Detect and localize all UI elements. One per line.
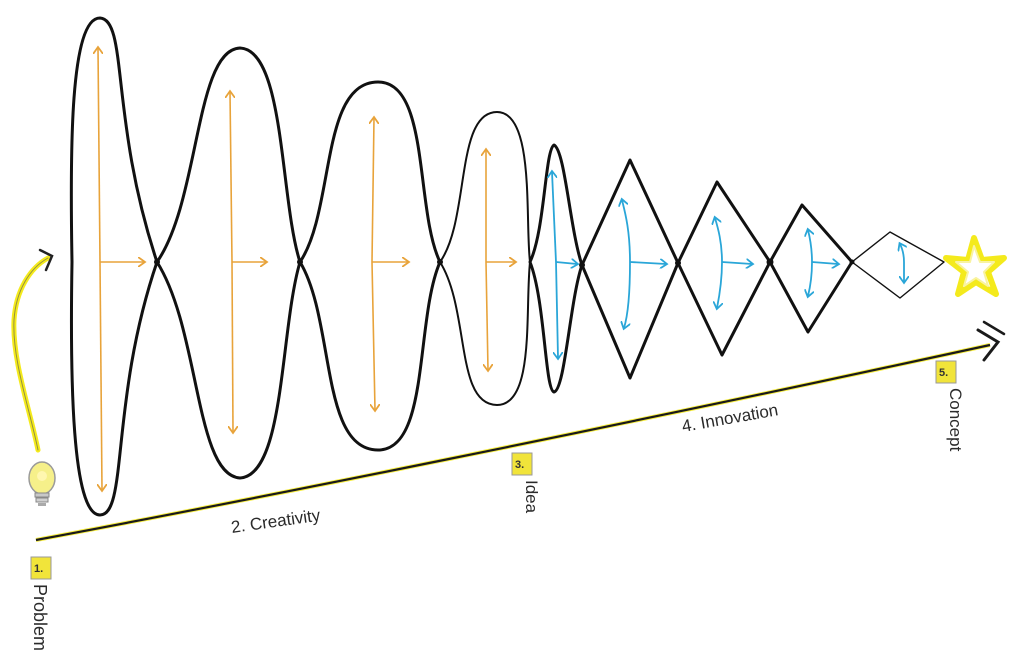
lead-in-arrow	[11, 248, 54, 453]
star-icon	[943, 235, 1007, 297]
pinch-points	[154, 258, 855, 268]
arrow-icon	[982, 320, 1006, 336]
outline-shapes	[69, 16, 945, 517]
innovation-diamond-4	[851, 231, 945, 299]
stage-1-badge	[30, 556, 52, 580]
creativity-lobe-1	[69, 16, 159, 517]
stage-idea: 3. Idea	[511, 452, 541, 514]
stage-1-label: Problem	[30, 584, 50, 651]
stage-5-label: Concept	[946, 388, 965, 452]
stage-5-badge	[935, 360, 957, 384]
stage-3-label: Idea	[522, 480, 541, 514]
stage-1-number: 1.	[34, 563, 43, 575]
stage-4-label: 4. Innovation	[680, 400, 779, 436]
stage-3-number: 3.	[515, 459, 524, 471]
timeline-arrow	[35, 320, 1006, 542]
stage-3-badge	[511, 452, 533, 476]
creativity-lobe-4	[439, 111, 531, 406]
stage-concept: 5. Concept	[935, 360, 965, 452]
stage-innovation: 4. Innovation	[680, 400, 779, 436]
innovation-arrows	[552, 172, 904, 358]
stage-creativity: 2. Creativity	[230, 506, 322, 537]
lightbulb-icon	[28, 461, 56, 506]
creativity-arrows	[98, 48, 515, 490]
innovation-diamond-2	[676, 180, 772, 357]
creativity-lobe-2	[155, 46, 302, 480]
stage-5-number: 5.	[939, 367, 948, 379]
stage-2-label: 2. Creativity	[230, 506, 322, 537]
stage-problem: 1. Problem	[30, 556, 52, 651]
creativity-lobe-3	[298, 80, 442, 452]
